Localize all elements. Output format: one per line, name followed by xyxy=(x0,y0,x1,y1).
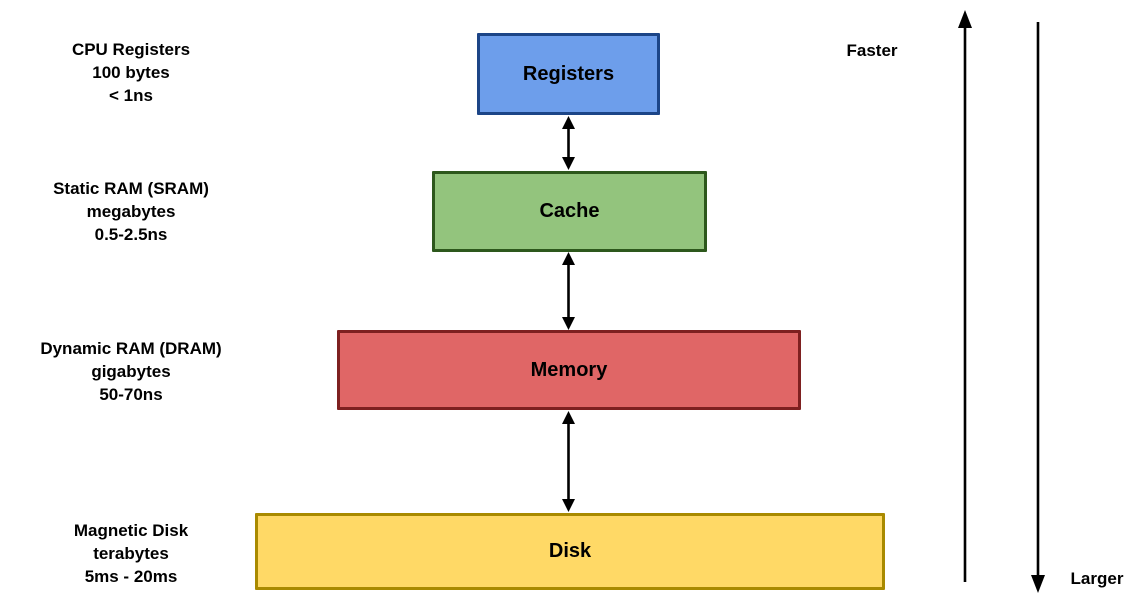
disk-side-line-3: 5ms - 20ms xyxy=(84,567,178,586)
disk-box-label: Disk xyxy=(548,540,592,562)
cache-side-label: Static RAM (SRAM) megabytes 0.5-2.5ns xyxy=(6,177,256,246)
registers-side-line-2: 100 bytes xyxy=(92,63,170,82)
registers-side-line-3: < 1ns xyxy=(109,86,153,105)
memory-box: Memory xyxy=(337,330,801,410)
cache-box: Cache xyxy=(432,171,707,252)
cache-box-label: Cache xyxy=(539,200,600,222)
disk-box: Disk xyxy=(255,513,885,590)
memory-side-line-1: Dynamic RAM (DRAM) xyxy=(40,339,222,358)
disk-side-line-2: terabytes xyxy=(93,544,169,563)
larger-axis-label: Larger xyxy=(1070,569,1124,588)
registers-side-line-1: CPU Registers xyxy=(71,40,191,59)
larger-down-arrow-icon xyxy=(1031,22,1045,593)
registers-box: Registers xyxy=(477,33,660,115)
memory-side-line-3: 50-70ns xyxy=(99,385,163,404)
cache-side-line-2: megabytes xyxy=(86,202,176,221)
memory-side-label: Dynamic RAM (DRAM) gigabytes 50-70ns xyxy=(6,337,256,406)
disk-side-line-1: Magnetic Disk xyxy=(73,521,189,540)
disk-side-label: Magnetic Disk terabytes 5ms - 20ms xyxy=(6,519,256,588)
cache-memory-bidirectional-arrow-icon xyxy=(562,252,575,330)
memory-disk-bidirectional-arrow-icon xyxy=(562,411,575,512)
registers-side-label: CPU Registers 100 bytes < 1ns xyxy=(6,38,256,107)
memory-side-line-2: gigabytes xyxy=(91,362,171,381)
cache-side-line-3: 0.5-2.5ns xyxy=(94,225,168,244)
cache-side-line-1: Static RAM (SRAM) xyxy=(53,179,209,198)
registers-cache-bidirectional-arrow-icon xyxy=(562,116,575,170)
faster-up-arrow-icon xyxy=(958,10,972,582)
faster-axis-label: Faster xyxy=(846,41,898,60)
registers-box-label: Registers xyxy=(522,62,615,85)
memory-box-label: Memory xyxy=(530,358,608,381)
